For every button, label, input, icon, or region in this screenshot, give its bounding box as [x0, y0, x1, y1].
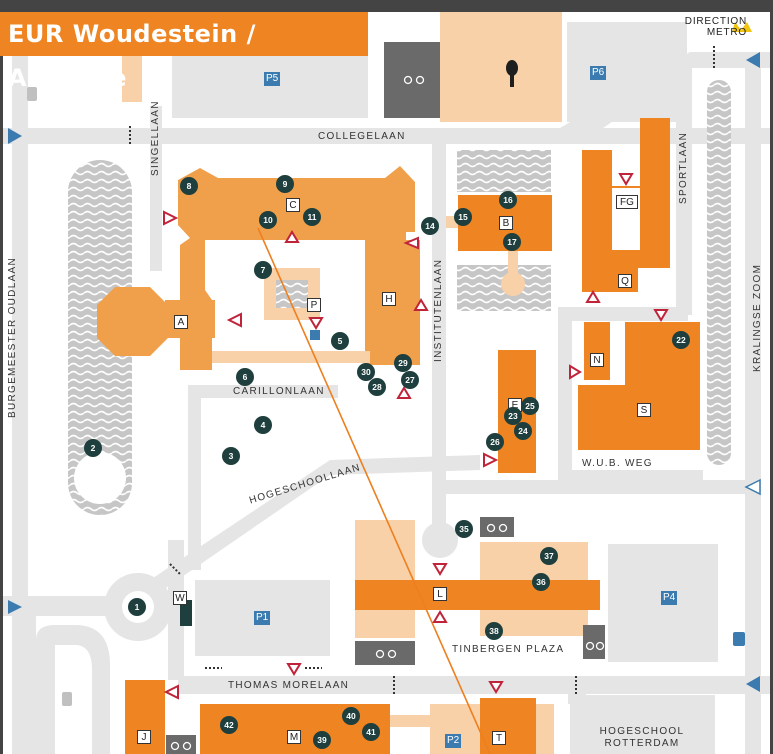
- building-fg[interactable]: FG: [616, 195, 638, 209]
- street-collegelaan: COLLEGELAAN: [318, 131, 406, 142]
- artwork-30[interactable]: 30: [357, 363, 375, 381]
- map-title: EUR Woudestein / Artroute: [0, 12, 368, 92]
- artwork-10[interactable]: 10: [259, 211, 277, 229]
- street-institutenlaan: INSTITUTENLAAN: [433, 258, 444, 362]
- building-l[interactable]: L: [433, 587, 447, 601]
- artwork-8[interactable]: 8: [180, 177, 198, 195]
- parking-p2[interactable]: P2: [445, 734, 462, 748]
- artwork-4[interactable]: 4: [254, 416, 272, 434]
- artwork-2[interactable]: 2: [84, 439, 102, 457]
- street-singellaan: SINGELLAAN: [150, 100, 161, 176]
- building-a[interactable]: A: [174, 315, 188, 329]
- building-w[interactable]: W: [173, 591, 187, 605]
- building-m[interactable]: M: [287, 730, 301, 744]
- hogeschool-line2: ROTTERDAM: [604, 738, 680, 749]
- artwork-23[interactable]: 23: [504, 407, 522, 425]
- artwork-14[interactable]: 14: [421, 217, 439, 235]
- direction-line2: METRO: [706, 27, 747, 38]
- artwork-29[interactable]: 29: [394, 354, 412, 372]
- building-p[interactable]: P: [307, 298, 321, 312]
- buildings-main: [97, 166, 420, 370]
- building-s[interactable]: S: [637, 403, 651, 417]
- hogeschool-rotterdam-label: HOGESCHOOL ROTTERDAM: [598, 726, 686, 750]
- street-kralingse-zoom: KRALINGSE ZOOM: [752, 263, 763, 372]
- building-t[interactable]: T: [492, 731, 506, 745]
- artwork-22[interactable]: 22: [672, 331, 690, 349]
- artwork-39[interactable]: 39: [313, 731, 331, 749]
- artwork-1[interactable]: 1: [128, 598, 146, 616]
- street-carillonlaan: CARILLONLAAN: [233, 386, 325, 397]
- building-b[interactable]: B: [499, 216, 513, 230]
- entry-arrows: [8, 52, 760, 692]
- artwork-7[interactable]: 7: [254, 261, 272, 279]
- street-wub-weg: W.U.B. WEG: [582, 458, 653, 469]
- street-thomas-morelaan: THOMAS MORELAAN: [228, 680, 350, 691]
- building-n[interactable]: N: [590, 353, 604, 367]
- artwork-40[interactable]: 40: [342, 707, 360, 725]
- artwork-17[interactable]: 17: [503, 233, 521, 251]
- artwork-9[interactable]: 9: [276, 175, 294, 193]
- bike-icons: [170, 75, 605, 751]
- artwork-15[interactable]: 15: [454, 208, 472, 226]
- artwork-3[interactable]: 3: [222, 447, 240, 465]
- parking-p6[interactable]: P6: [590, 66, 607, 80]
- artwork-38[interactable]: 38: [485, 622, 503, 640]
- direction-line1: DIRECTION: [684, 16, 747, 27]
- building-c[interactable]: C: [286, 198, 300, 212]
- artwork-26[interactable]: 26: [486, 433, 504, 451]
- artwork-5[interactable]: 5: [331, 332, 349, 350]
- artwork-25[interactable]: 25: [521, 397, 539, 415]
- hogeschool-line1: HOGESCHOOL: [599, 726, 685, 737]
- artwork-11[interactable]: 11: [303, 208, 321, 226]
- artwork-24[interactable]: 24: [514, 422, 532, 440]
- parking-p1[interactable]: P1: [254, 611, 271, 625]
- parking-p5[interactable]: P5: [264, 72, 281, 86]
- roads: [3, 52, 770, 754]
- building-h[interactable]: H: [382, 292, 396, 306]
- artwork-42[interactable]: 42: [220, 716, 238, 734]
- street-burgemeester-oudlaan: BURGEMEESTER OUDLAAN: [7, 256, 18, 418]
- entrance-markers: [163, 173, 669, 700]
- building-j[interactable]: J: [137, 730, 151, 744]
- artwork-35[interactable]: 35: [455, 520, 473, 538]
- artwork-16[interactable]: 16: [499, 191, 517, 209]
- crossings: [129, 46, 715, 694]
- building-q[interactable]: Q: [618, 274, 632, 288]
- street-sportlaan: SPORTLAAN: [678, 131, 689, 204]
- artwork-6[interactable]: 6: [236, 368, 254, 386]
- artwork-28[interactable]: 28: [368, 378, 386, 396]
- street-tinbergen-plaza: TINBERGEN PLAZA: [452, 644, 565, 655]
- artwork-41[interactable]: 41: [362, 723, 380, 741]
- artwork-37[interactable]: 37: [540, 547, 558, 565]
- artwork-27[interactable]: 27: [401, 371, 419, 389]
- artwork-36[interactable]: 36: [532, 573, 550, 591]
- parking-p4[interactable]: P4: [661, 591, 678, 605]
- direction-metro-label: DIRECTION METRO: [685, 16, 747, 38]
